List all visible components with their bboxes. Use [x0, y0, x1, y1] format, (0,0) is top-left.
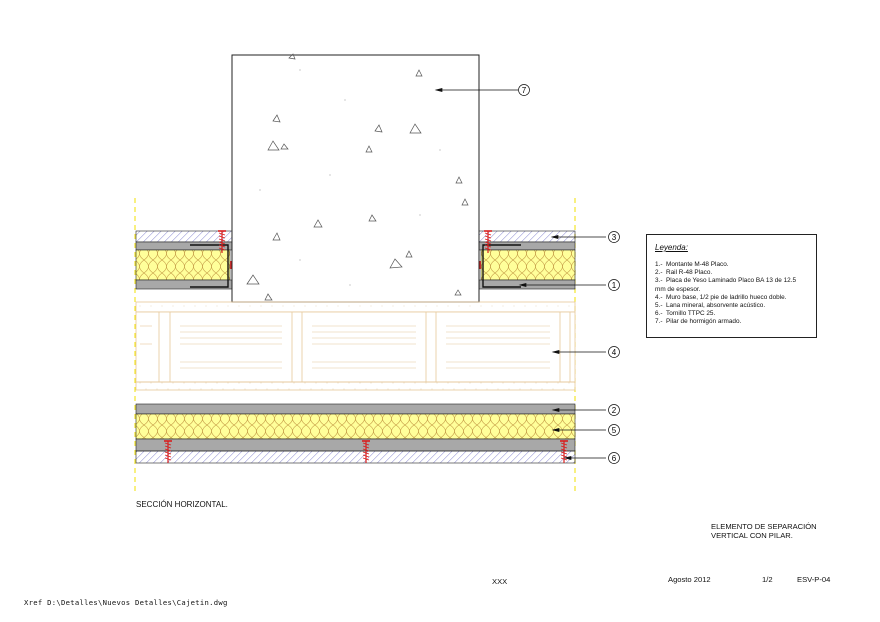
- project-name: XXX: [492, 577, 508, 586]
- legend-item-4: 4.-Muro base, 1/2 pie de ladrillo hueco …: [655, 293, 787, 301]
- leader-lines: [434, 87, 606, 461]
- callout-3: 3: [608, 231, 620, 243]
- legend-item-3: 3.-Placa de Yeso Laminado Placo BA 13 de…: [655, 277, 797, 293]
- upper-lining-right: [457, 230, 576, 290]
- svg-text:7: 7: [522, 86, 527, 95]
- legend-box: Leyenda: 1.-Montante M-48 Placo. 2.-Rail…: [646, 234, 817, 338]
- drawing-code: ESV-P-04: [797, 575, 831, 584]
- legend-item-7: 7.-Pilar de hormigón armado.: [655, 318, 742, 326]
- svg-text:2: 2: [612, 406, 617, 415]
- legend-item-2: 2.-Rail R-48 Placo.: [655, 269, 713, 277]
- legend-item-5: 5.-Lana mineral, absorvente acústico.: [655, 302, 766, 310]
- callout-5: 5: [608, 424, 620, 436]
- legend-item-1: 1.-Montante M-48 Placo.: [655, 261, 729, 268]
- sheet-number: 1/2: [762, 575, 773, 584]
- callout-6: 6: [608, 452, 620, 464]
- legend-item-6: 6.-Tornillo TTPC 25.: [655, 310, 716, 318]
- callout-4: 4: [608, 346, 620, 358]
- svg-text:1: 1: [612, 281, 617, 290]
- drawing-title-line-1: ELEMENTO DE SEPARACIÓN: [711, 522, 817, 531]
- callout-7: 7: [518, 84, 530, 96]
- callout-markers: 7 3 1 4 2 5 6: [518, 84, 620, 464]
- section-label: SECCIÓN HORIZONTAL.: [136, 500, 228, 509]
- svg-text:4: 4: [612, 348, 617, 357]
- svg-text:3: 3: [612, 233, 617, 242]
- svg-text:6: 6: [612, 454, 617, 463]
- callout-2: 2: [608, 404, 620, 416]
- concrete-pillar: [231, 53, 480, 303]
- drawing-title-line-2: VERTICAL CON PILAR.: [711, 531, 793, 540]
- lower-lining: [135, 403, 576, 464]
- callout-1: 1: [608, 279, 620, 291]
- legend-title: Leyenda:: [655, 243, 688, 252]
- brick-base-wall: [135, 301, 576, 391]
- drawing-title: ELEMENTO DE SEPARACIÓN VERTICAL CON PILA…: [711, 522, 817, 540]
- drawing-date: Agosto 2012: [668, 575, 711, 584]
- svg-text:5: 5: [612, 426, 617, 435]
- legend-list: 1.-Montante M-48 Placo. 2.-Rail R-48 Pla…: [655, 261, 808, 327]
- upper-lining-left: [135, 230, 254, 290]
- xref-path: Xref D:\Detalles\Nuevos Detalles\Cajetin…: [24, 598, 228, 607]
